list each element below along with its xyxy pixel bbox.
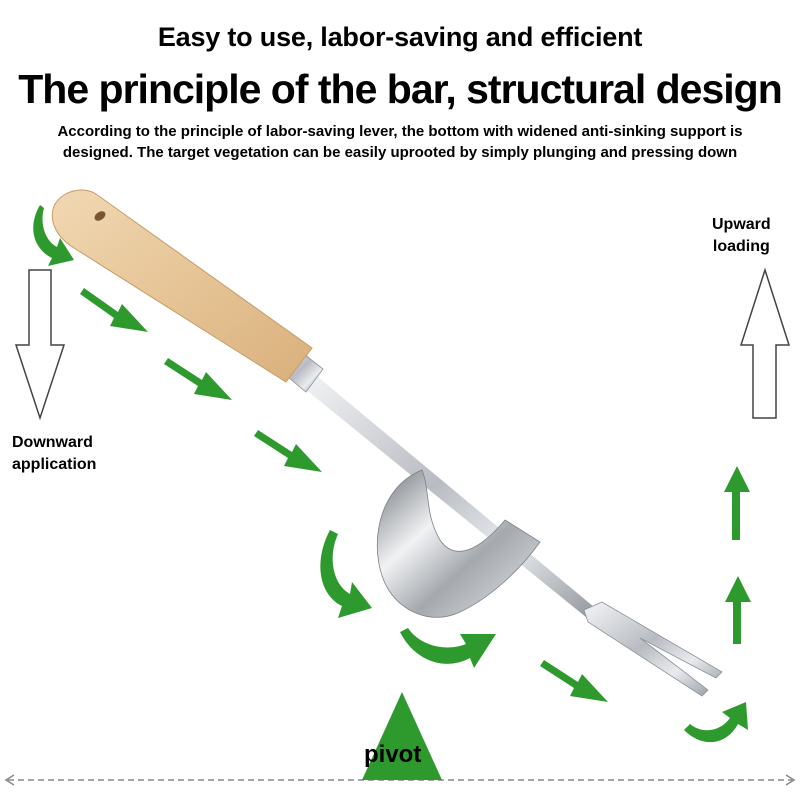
description: According to the principle of labor-savi… — [10, 121, 790, 163]
page-title: The principle of the bar, structural des… — [18, 66, 782, 112]
pivot-triangle-icon — [362, 692, 442, 780]
upward-loading-label: Upward loading — [712, 214, 771, 258]
downward-label-line-1: Downward — [12, 434, 93, 451]
handle-hole — [94, 211, 106, 221]
description-line-2: designed. The target vegetation can be e… — [62, 144, 738, 161]
pivot-label: pivot — [364, 741, 422, 768]
description-line-1: According to the principle of labor-savi… — [57, 123, 743, 140]
subtitle: Easy to use, labor-saving and efficient — [157, 22, 643, 52]
upward-label-line-2: loading — [712, 238, 770, 255]
wooden-handle — [51, 189, 313, 383]
upward-label-line-1: Upward — [712, 216, 771, 233]
upward-arrow-icon — [739, 267, 791, 419]
fork-tines — [583, 601, 723, 697]
downward-label-line-2: application — [12, 456, 97, 473]
downward-application-label: Downward application — [12, 432, 96, 476]
weeding-tool — [51, 189, 723, 697]
downward-arrow-icon — [14, 269, 66, 421]
green-flow-arrows-icon — [33, 205, 751, 743]
fulcrum-plate — [376, 469, 541, 618]
